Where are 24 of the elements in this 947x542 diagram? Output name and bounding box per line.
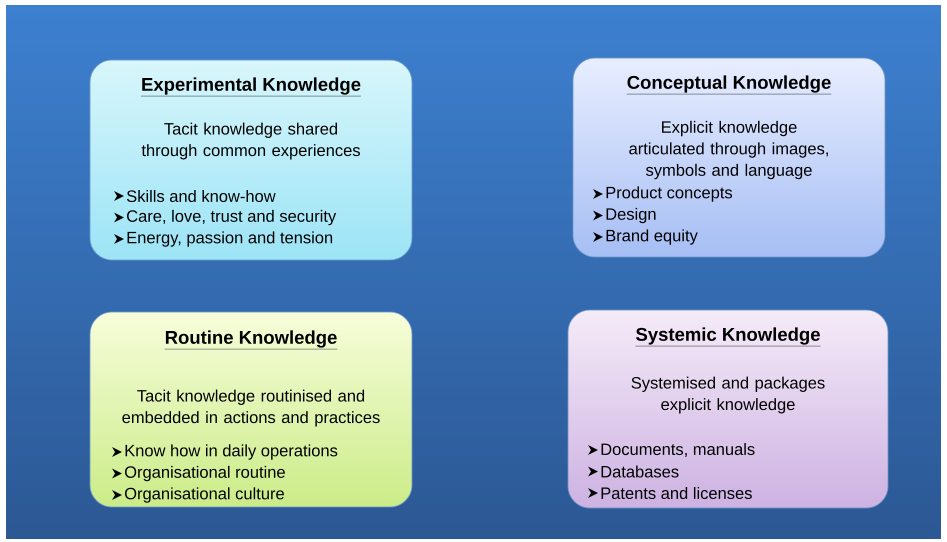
bullet-item: Care, love, trust and security (114, 210, 336, 226)
bullet-item: Know how in daily operations (112, 444, 338, 460)
bullet-item: Design (593, 208, 656, 224)
bullet-item: Energy, passion and tension (114, 231, 332, 247)
bullet-item: Skills and know-how (114, 190, 276, 202)
knowledge-box (90, 312, 412, 508)
box-description: Tacit knowledge routinised and embedded in actions and practices (122, 390, 380, 426)
bullet-item: Brand equity (593, 229, 698, 245)
box-heading: Conceptual Knowledge (626, 75, 832, 94)
bullet-item: Product concepts (593, 186, 732, 202)
bullet-item: Databases (588, 465, 678, 478)
box-description: Systemised and packages explicit knowledge (632, 376, 825, 414)
box-description: Explicit knowledge articulated through images, symbols and language (629, 120, 828, 180)
bullet-item: Documents, manuals (588, 442, 755, 458)
knowledge-box (572, 58, 886, 258)
box-heading: Routine Knowledge (164, 330, 338, 350)
bullet-item: Organisational culture (112, 487, 284, 503)
box-description: Tacit knowledge shared through common experiences (142, 122, 360, 160)
bullet-item: Patents and licenses (588, 486, 752, 500)
bullet-item: Organisational routine (112, 466, 285, 482)
knowledge-box (90, 60, 412, 260)
box-heading: Experimental Knowledge (140, 77, 362, 96)
box-heading: Systemic Knowledge (635, 327, 821, 346)
knowledge-box (568, 310, 888, 508)
